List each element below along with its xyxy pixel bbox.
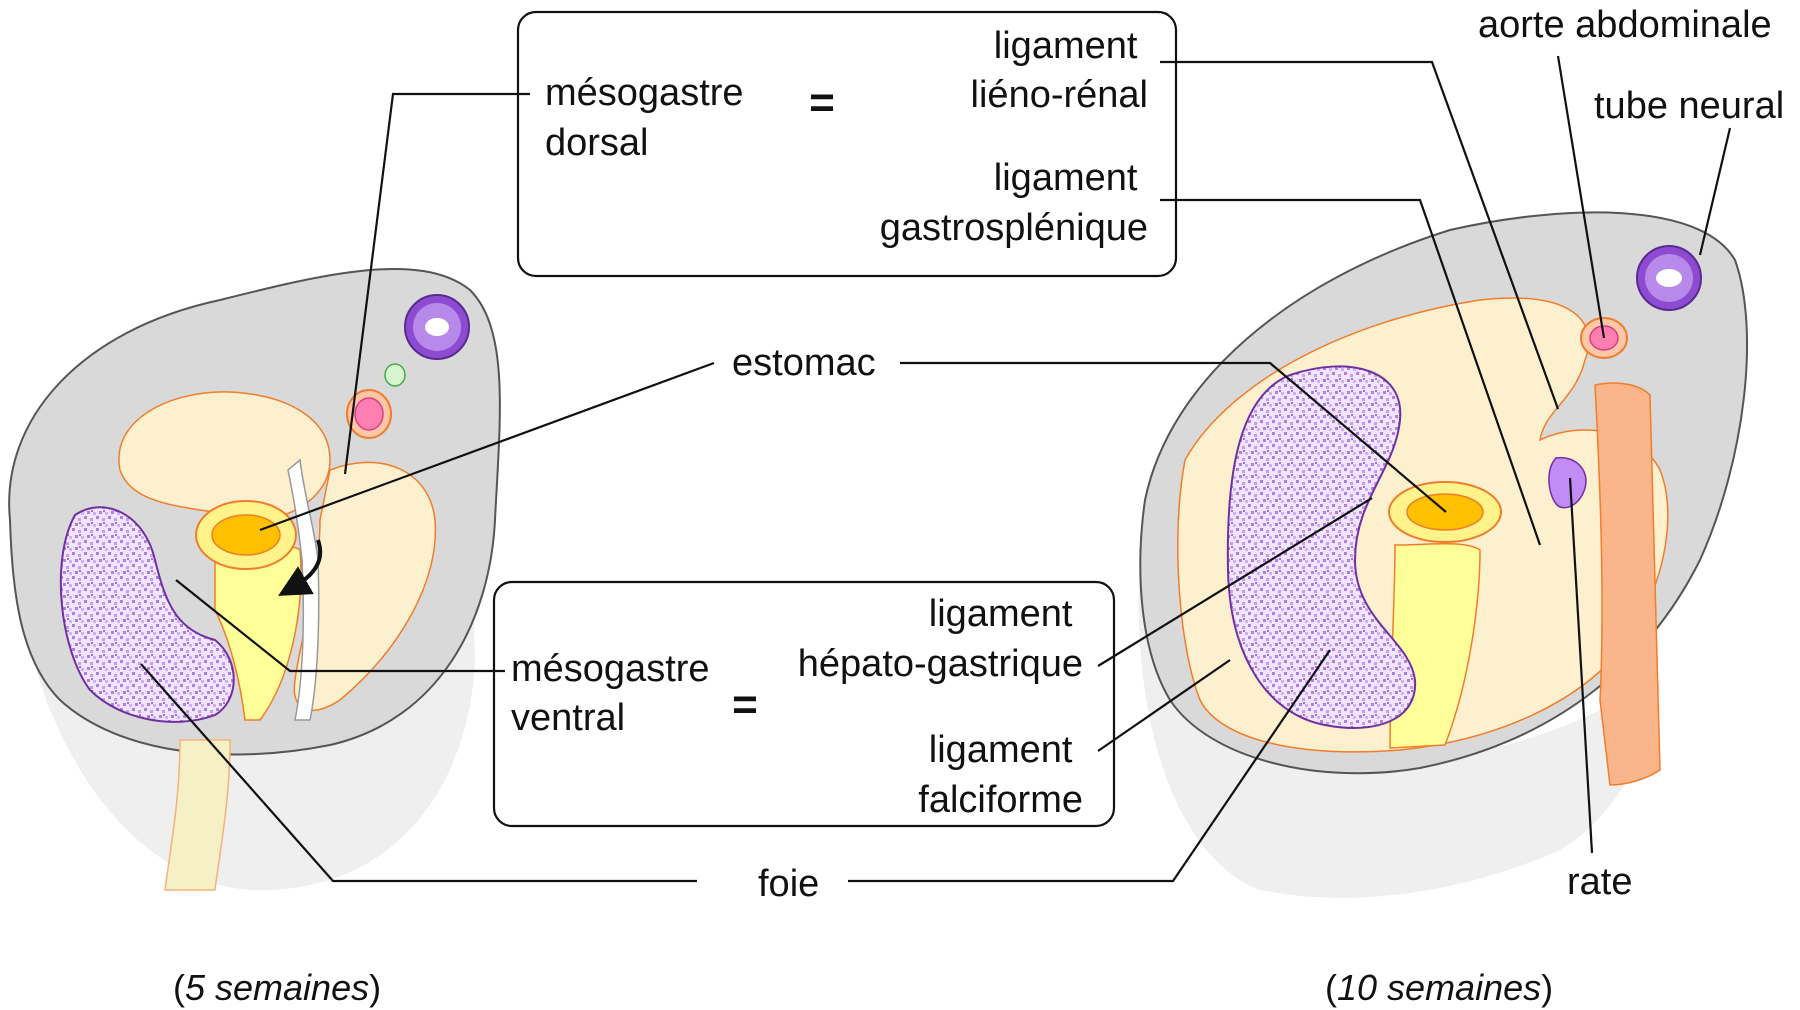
leader-tube-neural: [1700, 128, 1730, 255]
label-foie: foie: [758, 863, 819, 905]
right-dorsal-body-wall: [1595, 383, 1660, 785]
left-neural-tube-icon: [405, 295, 469, 359]
equals-sign-ventral: =: [732, 680, 758, 729]
caption-10-semaines: (10 semaines): [1325, 967, 1553, 1008]
label-tube-neural: tube neural: [1594, 85, 1784, 127]
label-rate: rate: [1567, 861, 1632, 903]
left-stomach-lumen: [212, 515, 280, 555]
equals-sign-dorsal: =: [809, 78, 835, 127]
left-small-vessel: [385, 364, 405, 386]
label-aorte-abdominale: aorte abdominale: [1478, 4, 1772, 46]
embryo-5-weeks: [9, 269, 500, 890]
left-aorta-lumen: [355, 398, 383, 430]
caption-5-semaines: (5 semaines): [173, 967, 381, 1008]
right-neural-tube-icon: [1637, 246, 1701, 310]
embryo-10-weeks: [1139, 212, 1747, 897]
label-estomac: estomac: [732, 342, 876, 384]
